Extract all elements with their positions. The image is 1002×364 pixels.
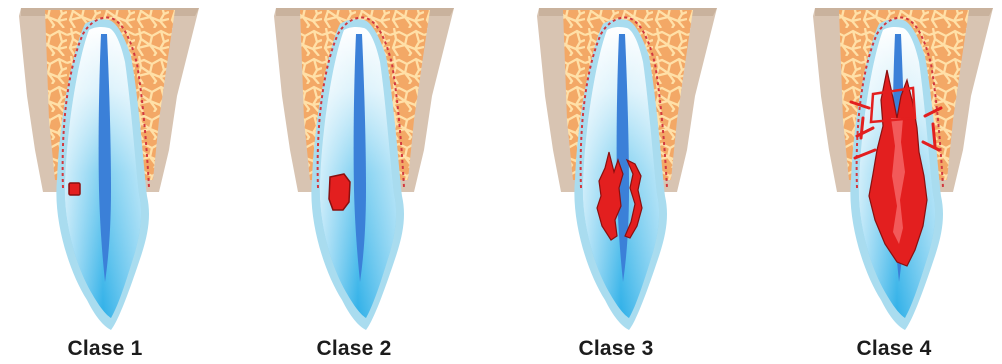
caption-clase-2: Clase 2: [274, 337, 434, 361]
caption-clase-4: Clase 4: [814, 337, 974, 361]
caption-clase-3: Clase 3: [536, 337, 696, 361]
tooth-panel-clase-1: [19, 8, 199, 330]
tooth-panel-clase-3: [537, 8, 717, 330]
clase-2-resorption-defect: [329, 174, 350, 210]
caption-clase-1: Clase 1: [25, 337, 185, 361]
tooth-panel-clase-4: [813, 8, 993, 330]
clase-1-resorption-defect: [69, 183, 80, 195]
tooth-panel-clase-2: [274, 8, 454, 330]
